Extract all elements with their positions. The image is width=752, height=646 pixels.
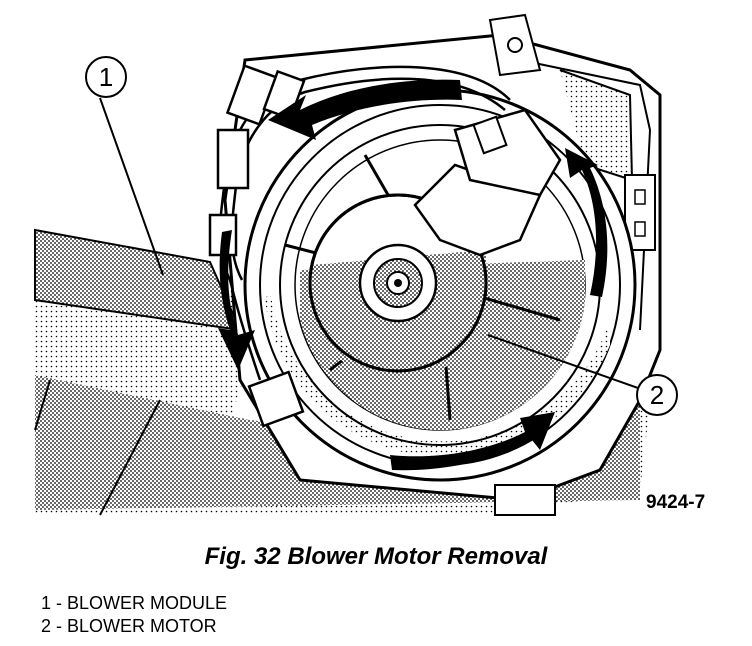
leader-lines <box>99 97 639 389</box>
blower-motor-illustration: 1 2 <box>34 13 678 516</box>
blower-motor <box>308 108 562 381</box>
legend-item: 2 - BLOWER MOTOR <box>41 616 217 636</box>
rotation-arrows <box>218 79 608 471</box>
svg-text:2: 2 <box>650 380 664 410</box>
figure-code: 9424-7 <box>646 492 706 513</box>
callout-2: 2 <box>636 374 678 416</box>
figure-caption: Fig. 32 Blower Motor Removal <box>204 543 548 570</box>
callout-1: 1 <box>85 56 127 98</box>
figure-legend: 1 - BLOWER MODULE 2 - BLOWER MOTOR <box>41 592 227 638</box>
legend-item: 1 - BLOWER MODULE <box>41 593 228 613</box>
svg-text:1: 1 <box>99 62 113 92</box>
